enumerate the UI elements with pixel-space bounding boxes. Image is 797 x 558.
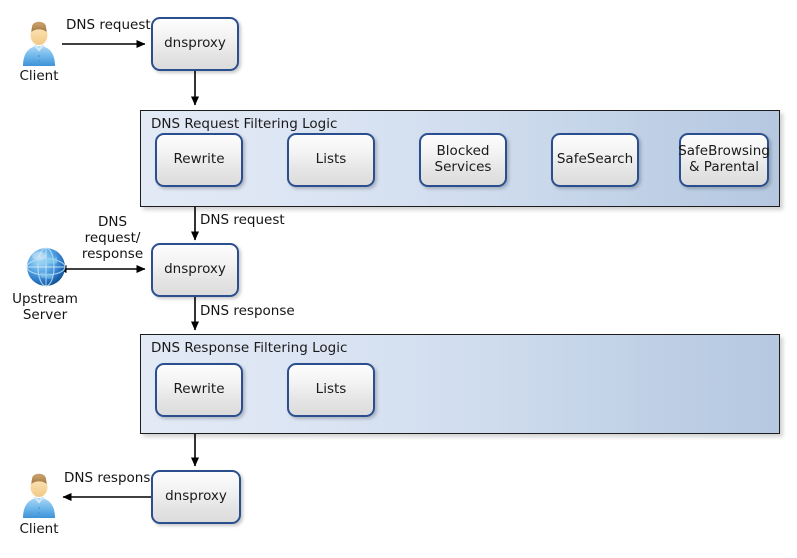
stage-safesearch[interactable]: SafeSearch bbox=[551, 133, 639, 187]
edge-label-upstream-exchange: DNS request/ response bbox=[81, 214, 144, 263]
edge-label-proxy-to-response-filter: DNS response bbox=[200, 303, 295, 319]
edge-label-proxy-to-request-filter: DNS request bbox=[200, 212, 285, 228]
group-dns-response-filtering-logic: DNS Response Filtering Logic bbox=[140, 334, 780, 434]
group-title-request-filtering: DNS Request Filtering Logic bbox=[151, 116, 338, 132]
user-icon bbox=[23, 473, 55, 518]
actor-label-upstream-server: Upstream Server bbox=[12, 291, 78, 324]
stage-lists[interactable]: Lists bbox=[287, 133, 375, 187]
actor-label-client-bottom: Client bbox=[19, 521, 59, 537]
node-dnsproxy-bottom[interactable]: dnsproxy bbox=[151, 470, 241, 524]
edge-label-client-to-proxy: DNS request bbox=[66, 17, 151, 33]
actor-label-client-top: Client bbox=[19, 68, 59, 84]
node-dnsproxy-top[interactable]: dnsproxy bbox=[151, 17, 239, 71]
globe-icon bbox=[26, 247, 66, 287]
stage-rewrite[interactable]: Rewrite bbox=[155, 133, 243, 187]
user-icon bbox=[23, 21, 55, 66]
stage-safebrowsing-parental[interactable]: SafeBrowsing & Parental bbox=[678, 133, 770, 187]
stage-rewrite-response[interactable]: Rewrite bbox=[155, 363, 243, 417]
node-dnsproxy-mid[interactable]: dnsproxy bbox=[151, 243, 239, 297]
group-title-response-filtering: DNS Response Filtering Logic bbox=[151, 340, 348, 356]
stage-lists-response[interactable]: Lists bbox=[287, 363, 375, 417]
stage-blocked-services[interactable]: Blocked Services bbox=[419, 133, 507, 187]
edge-label-proxy-to-client: DNS response bbox=[64, 470, 159, 486]
